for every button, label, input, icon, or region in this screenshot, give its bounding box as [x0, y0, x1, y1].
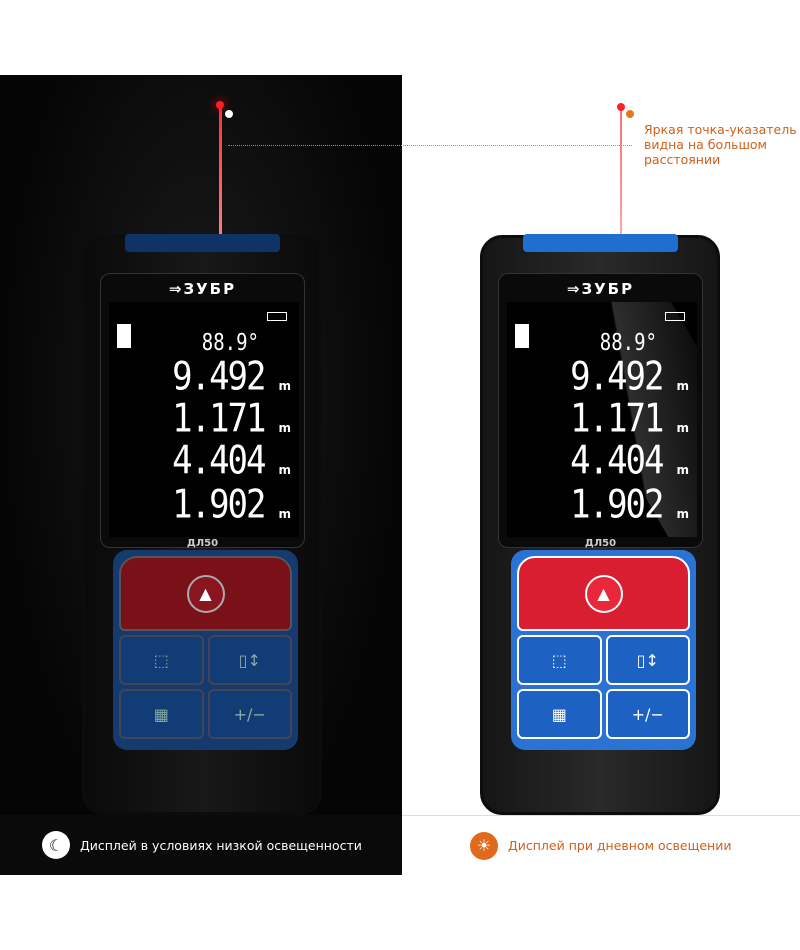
reference-button[interactable]: ▯↕ — [207, 635, 292, 685]
plus-minus-button[interactable]: +/− — [207, 689, 292, 739]
reading-row: 1.171 m — [570, 396, 689, 442]
reading-row: 1.902 m — [172, 482, 291, 528]
caption-low-light-text: Дисплей в условиях низкой освещенности — [80, 837, 362, 853]
reading-unit: m — [278, 507, 291, 521]
callout-line1: Яркая точка-указатель — [644, 122, 797, 137]
measure-button[interactable]: ▲ — [517, 556, 690, 631]
reading-row: 9.492 m — [172, 354, 291, 400]
triangle-icon: ▲ — [186, 574, 225, 613]
laser-beam-right — [620, 105, 622, 240]
triangle-icon: ▲ — [584, 574, 623, 613]
reading-row: 4.404 m — [172, 438, 291, 484]
keypad: ▲ ⬚ ▯↕ ▦ +/− — [113, 550, 298, 750]
measure-button[interactable]: ▲ — [119, 556, 292, 631]
lcd-display: 88.9° 9.492 m 1.171 m 4.404 m 1.902 m — [507, 302, 697, 537]
reading-row: 1.171 m — [172, 396, 291, 442]
callout-line3: расстоянии — [644, 152, 721, 167]
reference-icon — [117, 324, 131, 348]
reading-value: 1.171 — [172, 396, 266, 442]
caption-daylight: ☀ Дисплей при дневном освещении — [402, 815, 800, 875]
reading-value: 1.171 — [570, 396, 664, 442]
reading-value: 4.404 — [570, 438, 664, 484]
reference-button[interactable]: ▯↕ — [605, 635, 690, 685]
model-label: ДЛ50 — [186, 538, 219, 549]
laser-window — [523, 234, 678, 252]
reading-row: 1.902 m — [570, 482, 689, 528]
plus-minus-button[interactable]: +/− — [605, 689, 690, 739]
area-button[interactable]: ⬚ — [119, 635, 204, 685]
marker-dot-left — [225, 110, 233, 118]
reading-row: 4.404 m — [570, 438, 689, 484]
caption-daylight-text: Дисплей при дневном освещении — [508, 838, 732, 853]
menu-button[interactable]: ▦ — [119, 689, 204, 739]
reading-unit: m — [676, 507, 689, 521]
reading-row: 9.492 m — [570, 354, 689, 400]
reading-unit: m — [676, 421, 689, 435]
reading-value: 1.902 — [570, 482, 664, 528]
reading-unit: m — [676, 379, 689, 393]
callout-line — [228, 145, 632, 146]
moon-icon: ☾ — [42, 831, 70, 859]
reading-unit: m — [278, 463, 291, 477]
reading-value: 1.902 — [172, 482, 266, 528]
laser-dot-left — [216, 101, 224, 109]
menu-button[interactable]: ▦ — [517, 689, 602, 739]
laser-beam-left — [219, 105, 222, 240]
laser-dot-right — [617, 103, 625, 111]
area-button[interactable]: ⬚ — [517, 635, 602, 685]
battery-icon — [665, 312, 685, 321]
reading-unit: m — [278, 421, 291, 435]
brand-logo: ⇒ЗУБР — [168, 280, 237, 298]
reading-unit: m — [676, 463, 689, 477]
lcd-display: 88.9° 9.492 m 1.171 m 4.404 m 1.902 m — [109, 302, 299, 537]
brand-logo: ⇒ЗУБР — [566, 280, 635, 298]
model-label: ДЛ50 — [584, 538, 617, 549]
reference-icon — [515, 324, 529, 348]
reading-value: 9.492 — [172, 354, 266, 400]
callout-line2: видна на большом — [644, 137, 767, 152]
marker-dot-right — [626, 110, 634, 118]
battery-icon — [267, 312, 287, 321]
laser-window — [125, 234, 280, 252]
reading-unit: m — [278, 379, 291, 393]
reading-value: 4.404 — [172, 438, 266, 484]
callout-text: Яркая точка-указатель видна на большом р… — [644, 122, 797, 167]
keypad: ▲ ⬚ ▯↕ ▦ +/− — [511, 550, 696, 750]
angle-readout: 88.9° — [201, 329, 259, 357]
caption-low-light: ☾ Дисплей в условиях низкой освещенности — [0, 815, 402, 875]
sun-icon: ☀ — [470, 831, 498, 860]
angle-readout: 88.9° — [599, 329, 657, 357]
reading-value: 9.492 — [570, 354, 664, 400]
